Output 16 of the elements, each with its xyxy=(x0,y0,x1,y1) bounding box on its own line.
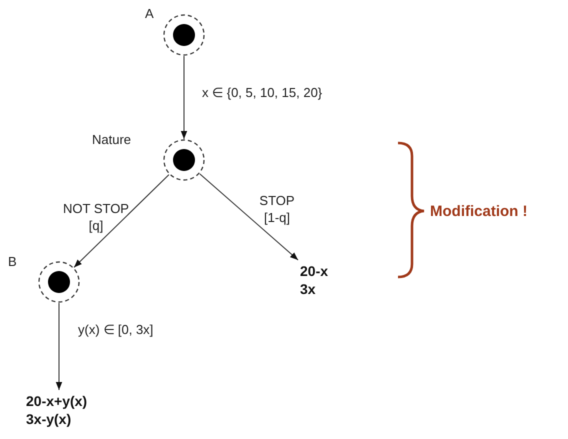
arrow xyxy=(56,302,62,390)
arrow xyxy=(180,56,188,140)
edge-label: STOP [1-q] xyxy=(258,192,296,226)
node-label: B xyxy=(8,253,17,271)
edge-label: NOT STOP [q] xyxy=(62,200,130,234)
edge-label: y(x) ∈ [0, 3x] xyxy=(78,321,154,338)
payoff-text: 20-x+y(x) xyxy=(26,392,88,410)
edge-label: x ∈ {0, 5, 10, 15, 20} xyxy=(202,84,324,101)
arrow xyxy=(74,174,170,268)
node-label: A xyxy=(145,5,154,23)
annotation-text: Modification ! xyxy=(430,202,528,222)
arrow xyxy=(199,173,299,260)
payoff-text: 20-x xyxy=(300,262,330,280)
payoff-text: 3x xyxy=(300,280,317,298)
node-label: Nature xyxy=(92,131,132,149)
payoff-text: 3x-y(x) xyxy=(26,410,72,428)
